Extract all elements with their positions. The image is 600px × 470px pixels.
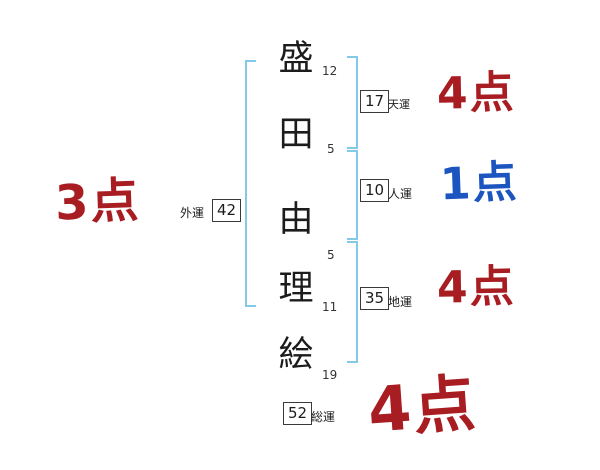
earth-luck-label: 地運 — [388, 295, 413, 309]
earth-luck-number: 35 — [360, 287, 390, 310]
name-char-2: 田 — [278, 115, 314, 155]
earth-luck-score: 4点 — [436, 261, 517, 314]
heaven-luck-number: 17 — [360, 90, 390, 113]
outer-luck-label: 外運 — [180, 206, 205, 220]
person-luck-number: 10 — [360, 179, 390, 202]
person-luck-bracket — [347, 150, 358, 240]
stroke-count-4: 11 — [322, 300, 338, 314]
outer-luck-score: 3点 — [54, 172, 142, 232]
total-luck-number: 52 — [283, 402, 313, 425]
heaven-luck-score: 4点 — [436, 67, 517, 120]
earth-luck-bracket — [347, 241, 358, 363]
person-luck-score: 1点 — [439, 156, 520, 211]
outer-luck-number: 42 — [212, 199, 242, 222]
stroke-count-1: 12 — [322, 64, 338, 78]
total-luck-label: 総運 — [311, 410, 336, 424]
name-char-5: 絵 — [278, 335, 314, 375]
name-char-4: 理 — [278, 269, 314, 309]
stroke-count-5: 19 — [322, 368, 338, 382]
name-char-1: 盛 — [278, 39, 314, 79]
person-luck-label: 人運 — [388, 187, 413, 201]
outer-luck-bracket — [245, 60, 256, 307]
name-char-3: 由 — [278, 200, 314, 240]
total-luck-score: 4点 — [365, 366, 480, 447]
heaven-luck-label: 天運 — [388, 98, 410, 111]
stroke-count-3: 5 — [327, 248, 335, 262]
stroke-count-2: 5 — [327, 142, 335, 156]
heaven-luck-bracket — [347, 56, 358, 149]
